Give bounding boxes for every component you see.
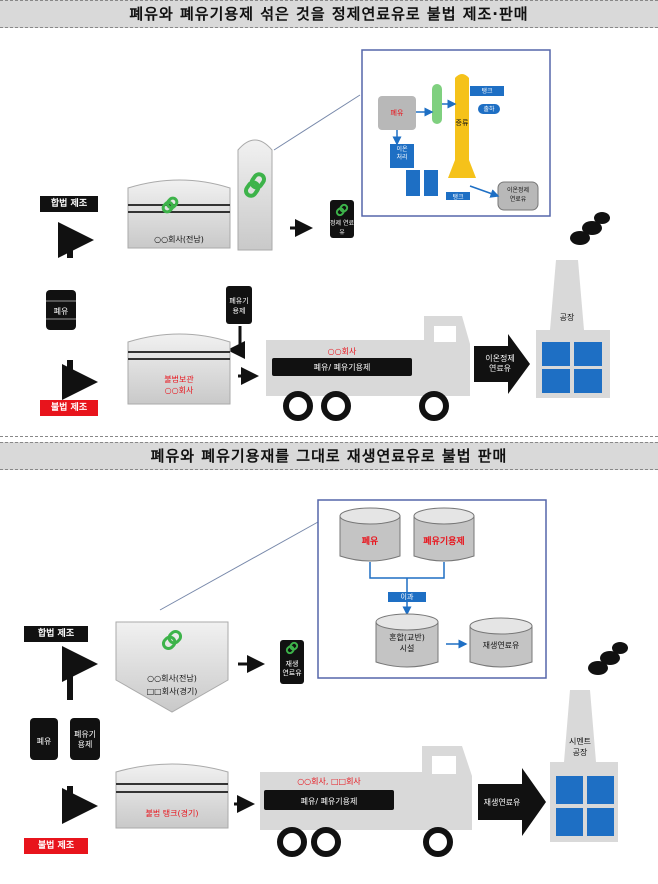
legal-label: 합법 제조 (40, 196, 98, 212)
arrow-label: 이온정제 연료유 (485, 354, 515, 373)
truck-wheel (419, 391, 449, 421)
truck-wheel (277, 827, 307, 857)
product-drum-label: 정제 연료유 (330, 220, 354, 236)
arrow-label-2: 재생연료유 (483, 798, 521, 807)
big-arrow (474, 334, 530, 394)
section-divider (0, 436, 658, 437)
truck-cargo-label-2: 폐유/ 폐유기용제 (300, 797, 358, 806)
link-icon (161, 629, 183, 651)
inset2-tank2: 폐유기용제 (423, 537, 465, 547)
inset1-product: 이온정제 연료유 (506, 187, 530, 203)
inset-tank (339, 507, 401, 562)
legal-arrow (58, 222, 94, 258)
illegal-tank-label-2: 불법 탱크(경기) (145, 809, 199, 818)
illegal-arrow (62, 786, 98, 824)
waste-oil-drum (30, 718, 58, 760)
inset1-pre: 이온 처리 (396, 146, 408, 161)
legal-label-2: 합법 제조 (24, 626, 88, 642)
truck-wheel (311, 827, 341, 857)
section2-title: 폐유와 폐유기용재를 그대로 재생연료유로 불법 판매 (0, 442, 658, 470)
inset1-out1: 탱크 (481, 88, 493, 95)
legal-arrow (62, 646, 98, 700)
section1-title: 폐유와 폐유기용제 섞은 것을 정제연료유로 불법 제조·판매 (0, 0, 658, 28)
inset2-product: 재생연료유 (482, 641, 520, 650)
big-arrow (478, 768, 546, 836)
inset1-waste-oil: 폐유 (390, 109, 404, 117)
legal-company: ○○회사(전남) (154, 235, 204, 244)
solvent-drum (70, 718, 100, 760)
inset2-mix: 이과 (400, 593, 414, 601)
factory-label: 공장 (559, 313, 575, 322)
truck-wheel (321, 391, 351, 421)
truck-cargo (264, 790, 394, 810)
product-drum-label-2: 재생 연료유 (282, 660, 302, 677)
solvent-label: 폐유기 용제 (229, 297, 249, 315)
solvent-drum (226, 286, 252, 324)
illegal-tank (115, 763, 229, 829)
illegal-arrow (62, 360, 98, 400)
link-icon (243, 172, 267, 198)
smoke-icon (588, 642, 628, 675)
inset-tank (413, 507, 475, 562)
solvent-label-2: 폐유기 용제 (73, 730, 97, 749)
truck-cargo (272, 358, 412, 376)
illegal-label: 불법 제조 (40, 400, 98, 416)
inset1-tower: 증류 (455, 119, 469, 127)
inset2-tank1: 폐유 (361, 537, 379, 547)
product-drum (330, 200, 354, 238)
illegal-label-2: 불법 제조 (24, 838, 88, 854)
link-icon (161, 196, 179, 214)
legal-tank (127, 179, 231, 249)
truck-wheel (283, 391, 313, 421)
truck-wheel (423, 827, 453, 857)
waste-oil-label-2: 폐유 (36, 737, 52, 746)
inset1-out2: 출하 (483, 106, 495, 113)
legal-tank (115, 621, 229, 713)
smoke-icon (570, 212, 610, 245)
truck-cargo-label: 폐유/ 폐유기용제 (313, 363, 371, 372)
truck-company-2: ○○회사, □□회사 (297, 777, 361, 786)
truck-company: ○○회사 (327, 347, 357, 356)
inset2-process: 혼합(교반) 시설 (389, 633, 425, 653)
legal-company-2: ○○회사(전남) □□회사(경기) (146, 674, 198, 696)
inset1-bottom: 탱크 (452, 194, 464, 201)
factory-label-2: 시멘트 공장 (568, 737, 592, 757)
illegal-tank-label: 불법보관 ○○회사 (164, 375, 194, 395)
waste-oil-label: 폐유 (53, 307, 69, 316)
